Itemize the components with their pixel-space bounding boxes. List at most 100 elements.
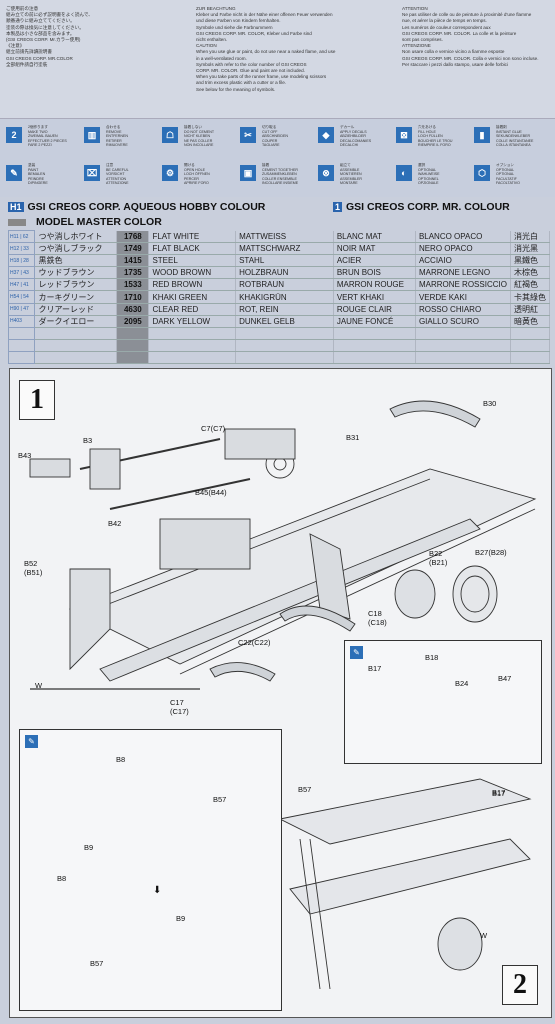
legend-symbol-line: REMOVE	[106, 129, 122, 134]
color-cn: 消光白	[510, 230, 551, 244]
part-label-b24: B24	[455, 679, 469, 688]
note-line: 《注意》	[6, 43, 25, 49]
note-line: GSI CREOS CORP. MR. COLOR. Colla e verni…	[402, 55, 539, 61]
color-jp: ウッドブラウン	[34, 266, 118, 280]
color-num: 1749	[116, 242, 150, 256]
note-line: nue, et aérer la pièce de temps en temps…	[402, 18, 487, 24]
color-fr: ACIER	[333, 254, 416, 268]
legend-symbol-line: OPTIONAL	[496, 172, 515, 177]
legend-symbol-line: FILL HOLE	[418, 129, 436, 134]
legend-symbol-line: 塗装	[28, 163, 36, 167]
part-label-b42: B42	[108, 519, 122, 528]
part-label-b17: B17	[492, 788, 506, 797]
legend-symbol-icon: ▮	[474, 127, 490, 143]
color-en: KHAKI GREEN	[148, 290, 237, 304]
part-label-c18: C18 (C18)	[368, 609, 387, 627]
color-jp: 黒鉄色	[34, 254, 118, 268]
color-code: H47 | 41	[7, 278, 36, 292]
legend-symbol-line: 合わせる	[106, 125, 121, 129]
step-number-1: 1	[19, 380, 55, 420]
model-master-swatch	[8, 219, 26, 226]
legend-symbol-line: SEKUNDENKLEBER	[496, 134, 531, 139]
legend-symbol-line: ASSEMBLER	[340, 176, 362, 181]
color-jp	[34, 327, 118, 340]
legend-symbol-line: DO NOT CEMENT	[184, 129, 215, 134]
legend-symbol-line: ZUSAMMENKLEBEN	[262, 172, 297, 177]
part-label-c17: C17 (C17)	[170, 698, 189, 716]
color-num: 1768	[116, 230, 150, 244]
note-line: ZUR BEACHTUNG	[196, 6, 236, 11]
legend-symbol-icon: ◐	[396, 165, 412, 181]
legend-symbol-icon: ⊠	[396, 127, 412, 143]
legend-symbol-icon: ▥	[84, 127, 100, 143]
legend-symbol-line: COLLA ISTANTANEA	[496, 143, 531, 148]
legend-symbol-line: ATTENTION	[106, 176, 127, 181]
legend-symbol-line: PERCER	[184, 176, 199, 181]
aqueous-badge: H1	[8, 202, 24, 212]
color-jp: クリアーレッド	[34, 303, 118, 316]
legend-symbol-line: FARE 2 PEZZI	[28, 143, 52, 148]
note-line: Per staccare i pezzi dallo stampo, usare…	[402, 61, 508, 67]
legend-symbol-line: MAKE TWO	[28, 129, 48, 134]
legend-symbol-line: CEMENT TOGETHER	[262, 167, 298, 172]
legend-symbol-line: BOUCHER LE TROU	[418, 138, 453, 143]
legend-symbol-line: MONTIEREN	[340, 172, 362, 177]
legend-symbol-line: PAINT	[28, 167, 39, 172]
note-line: Les numéros de couleur correspondent aux	[402, 24, 491, 30]
part-label-b22: B22 (B21)	[429, 549, 448, 567]
legend-symbol-line: LOCH ÖFFNEN	[184, 172, 210, 177]
legend-symbol-line: 接着しない	[184, 125, 202, 129]
note-line: 順番通りに組み立ててください。	[6, 18, 75, 24]
part-label-b43: B43	[18, 451, 32, 460]
assembly-step-frame: 1 2	[9, 368, 552, 1018]
legend-symbol-line: RETIRER	[106, 138, 122, 143]
legend-symbol-line: LOCH FÜLLEN	[418, 134, 443, 139]
legend-symbol-line: OPTIONAL	[496, 167, 515, 172]
color-it: MARRONE LEGNO	[415, 266, 511, 280]
color-code	[7, 326, 36, 340]
note-line: Symbols with refer to the color number o…	[196, 61, 307, 67]
color-jp: つや消しブラック	[34, 242, 118, 256]
legend-symbol-line: APPLY DECALS	[340, 129, 367, 134]
color-code: H37 | 43	[7, 266, 36, 280]
legend-symbol-line: PEINDRE	[28, 176, 44, 181]
color-jp	[34, 339, 118, 352]
color-jp: カーキグリーン	[34, 290, 118, 304]
legend-symbol-line: INCOLLARE INSIEME	[262, 181, 299, 186]
part-label-b17: B17	[368, 664, 382, 673]
legend-symbol-line: FACULTATIF	[496, 176, 517, 181]
color-en	[148, 327, 237, 340]
color-en: FLAT BLACK	[148, 242, 237, 256]
color-code: H11 | 62	[7, 229, 36, 244]
step-number-2: 2	[502, 965, 538, 1005]
color-it: MARRONE ROSSICCIO	[415, 278, 511, 292]
note-line: 塗装の際は換気に注意してください。	[6, 24, 84, 30]
color-cn	[510, 351, 551, 365]
legend-symbol-line: FACOLTATIVO	[496, 181, 520, 186]
color-en: CLEAR RED	[148, 303, 237, 316]
legend-symbol-line: OPTIONNEL	[418, 176, 439, 181]
note-line: CORP. MR. COLOR. Glue and paint are not …	[196, 68, 305, 74]
color-num	[116, 351, 150, 365]
color-cn: 透明紅	[510, 303, 551, 316]
part-label-b8: B8	[57, 874, 67, 883]
legend-symbol-line: COUPER	[262, 138, 278, 143]
color-cn	[510, 327, 551, 340]
color-fr: BRUN BOIS	[333, 266, 416, 280]
legend-symbol-line: NICHT KLEBEN	[184, 134, 211, 139]
